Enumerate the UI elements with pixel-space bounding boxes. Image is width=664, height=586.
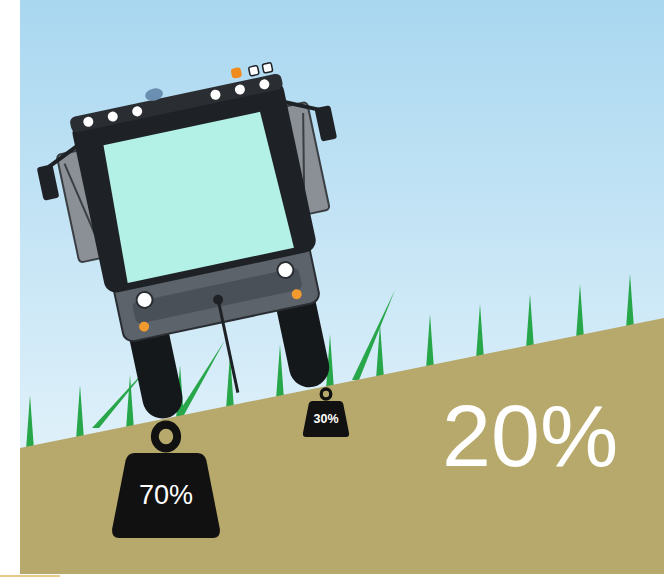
weight-shape: [110, 420, 222, 538]
sprayer-tractor: [25, 50, 387, 433]
bottom-edge: [0, 575, 60, 577]
weight-percent: 70%: [110, 482, 222, 509]
weight: 70%: [110, 420, 222, 538]
slope-percent: 20%: [442, 392, 618, 480]
weight: 30%: [302, 387, 350, 437]
sky: [20, 0, 664, 574]
slope-ground: [20, 318, 664, 574]
weight-percent: 30%: [302, 413, 350, 426]
